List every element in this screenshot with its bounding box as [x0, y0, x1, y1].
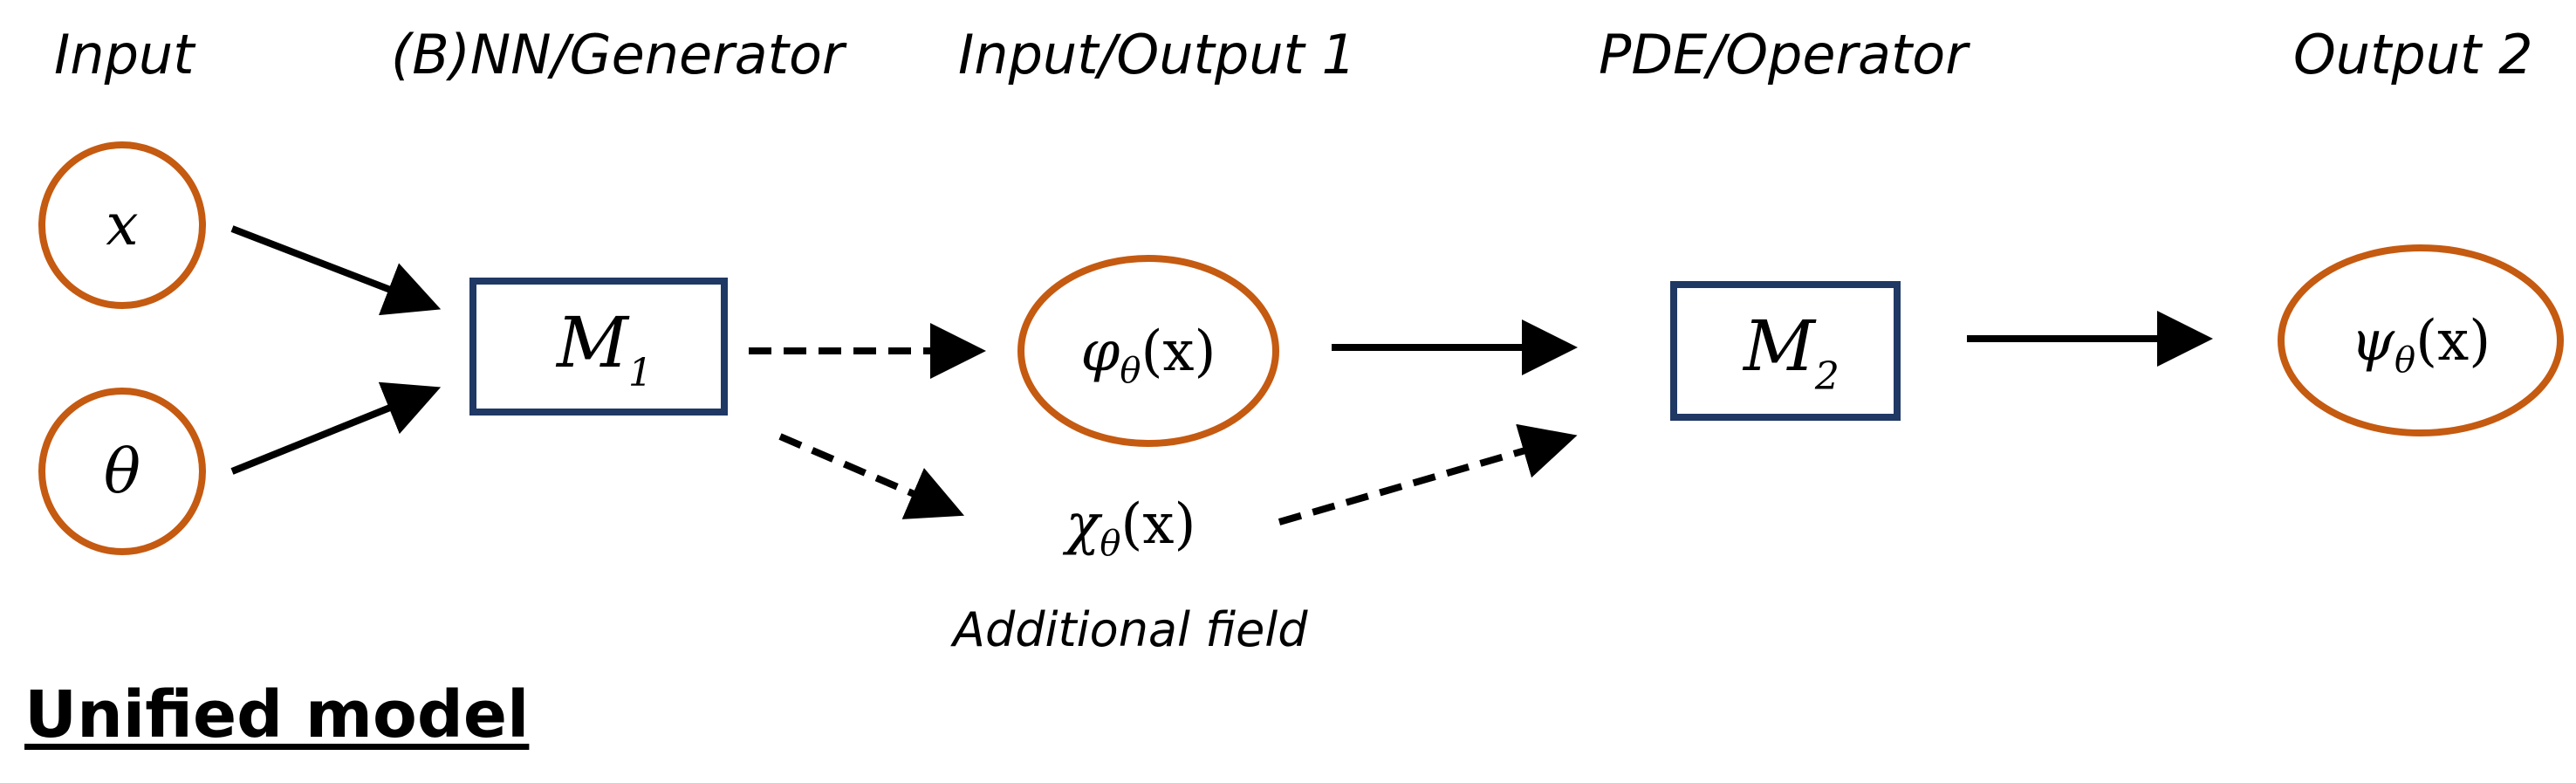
m1-node: M1 — [469, 278, 728, 416]
m2-box — [1670, 281, 1901, 421]
m1-subscript: 1 — [628, 351, 653, 395]
heading-output-2: Output 2 — [2293, 23, 2533, 86]
m1-base: M — [555, 302, 630, 383]
phi-label: φθ(x) — [1081, 319, 1216, 391]
psi-ellipse — [2278, 244, 2564, 436]
input-theta-label: θ — [104, 436, 140, 507]
chi-subscript: θ — [1100, 524, 1120, 564]
m1-box — [469, 278, 728, 416]
heading-pde-operator: PDE/Operator — [1599, 23, 1968, 86]
arrow-x-to-m1 — [230, 225, 442, 316]
input-node-theta: θ — [38, 388, 206, 555]
caption-additional-field: Additional field — [953, 602, 1308, 657]
chi-argument: (x) — [1120, 492, 1196, 557]
heading-generator: (B)NN/Generator — [391, 23, 845, 86]
diagram-title: Unified model — [24, 677, 530, 752]
heading-input-output-1: Input/Output 1 — [958, 23, 1356, 86]
psi-node: ψθ(x) — [2278, 244, 2564, 436]
input-node-x: x — [38, 141, 206, 309]
heading-input: Input — [54, 23, 195, 86]
psi-label: ψθ(x) — [2351, 309, 2490, 381]
psi-argument: (x) — [2415, 309, 2490, 374]
input-theta-circle — [38, 388, 206, 555]
m1-label: M1 — [555, 302, 653, 395]
input-x-label: x — [106, 191, 138, 258]
arrow-theta-to-m1 — [230, 381, 442, 475]
psi-subscript: θ — [2394, 340, 2415, 381]
phi-ellipse — [1017, 255, 1279, 447]
psi-symbol: ψ — [2351, 309, 2395, 374]
input-x-circle — [38, 141, 206, 309]
chi-node: χθ(x) — [1063, 492, 1196, 564]
m2-node: M2 — [1670, 281, 1901, 421]
chi-symbol: χ — [1063, 492, 1103, 557]
phi-argument: (x) — [1141, 319, 1216, 384]
phi-node: φθ(x) — [1017, 255, 1279, 447]
arrow-chi-to-m2 — [1278, 423, 1578, 525]
phi-subscript: θ — [1120, 351, 1141, 391]
m2-label: M2 — [1742, 306, 1840, 399]
m2-base: M — [1742, 306, 1817, 387]
phi-symbol: φ — [1081, 319, 1120, 384]
chi-label: χθ(x) — [1063, 492, 1196, 564]
m2-subscript: 2 — [1814, 354, 1840, 399]
arrow-m1-to-chi — [778, 433, 965, 519]
